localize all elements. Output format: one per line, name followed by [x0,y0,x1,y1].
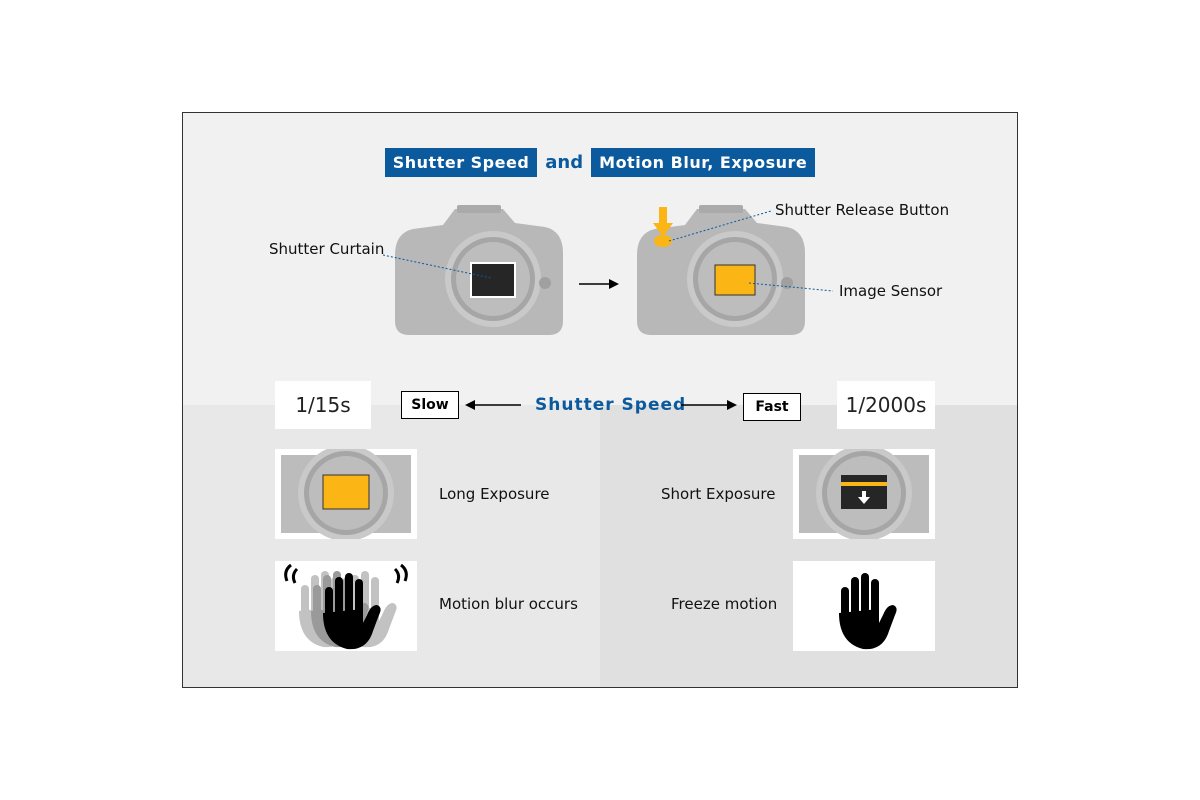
right-scale-arrow-icon [681,400,737,410]
fast-label-box: Fast [743,393,801,421]
fast-speed-value: 1/2000s [837,381,935,429]
freeze-motion-panel [793,561,935,651]
label-freeze-motion: Freeze motion [671,595,778,613]
label-shutter-release-button: Shutter Release Button [775,201,950,219]
right-arrow-icon [579,279,619,289]
diagram-frame: Shutter Speed and Motion Blur, Exposure [182,112,1018,688]
label-long-exposure: Long Exposure [439,485,550,503]
slow-label-box: Slow [401,391,459,419]
label-image-sensor: Image Sensor [839,282,943,300]
label-motion-blur-occurs: Motion blur occurs [439,595,578,613]
camera-closed-illustration [395,205,563,335]
shutter-speed-scale-label: Shutter Speed [535,395,687,415]
still-hand-icon [839,573,897,650]
label-shutter-curtain: Shutter Curtain [269,240,385,258]
long-exposure-panel [275,449,417,539]
short-exposure-panel [793,449,935,539]
title-motion-blur-exposure: Motion Blur, Exposure [591,147,816,177]
leader-lines [382,210,834,292]
label-short-exposure: Short Exposure [661,485,776,503]
press-down-arrow-icon [653,207,673,237]
title-connector: and [545,151,584,173]
title-shutter-speed: Shutter Speed [384,147,538,177]
motion-blur-panel [275,561,417,651]
camera-open-illustration [637,205,805,335]
slow-speed-value: 1/15s [275,381,371,429]
left-arrow-icon [465,400,521,410]
blurred-hand-icon [284,563,408,650]
title-row: Shutter Speed and Motion Blur, Exposure [183,146,1017,178]
